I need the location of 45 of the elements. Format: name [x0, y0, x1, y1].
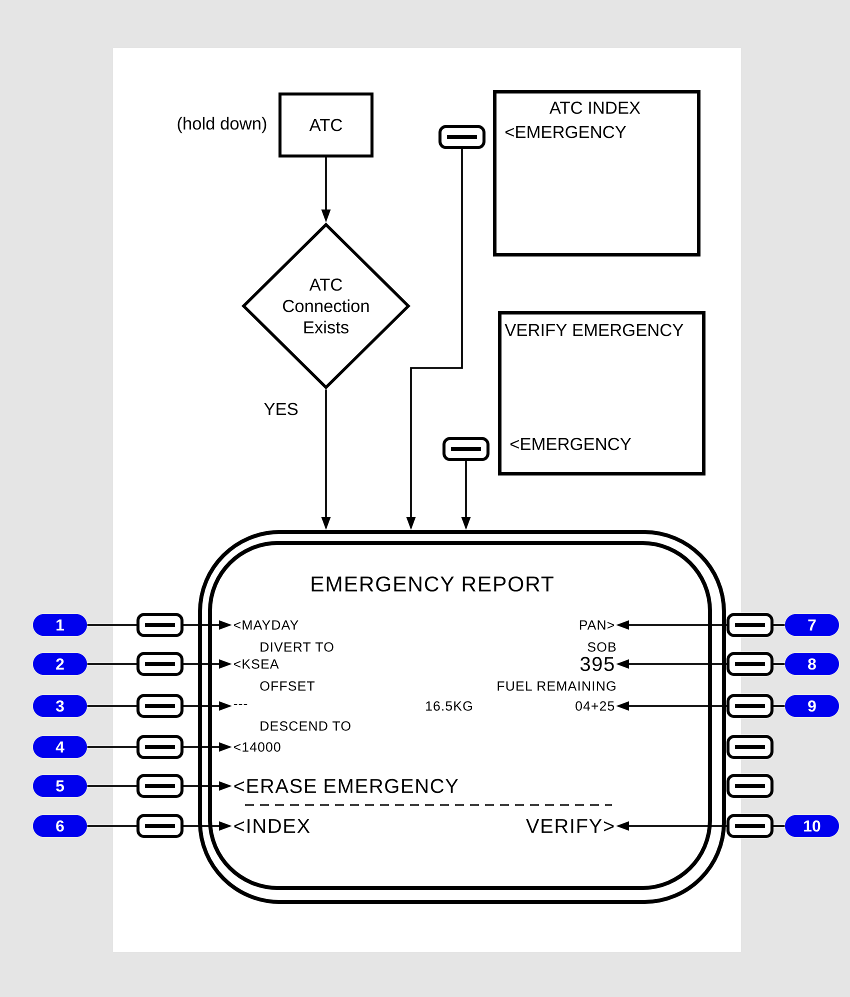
callout-number: 3 [33, 695, 87, 717]
callout-number: 6 [33, 815, 87, 837]
callout-number: 10 [785, 815, 839, 837]
display-line: <INDEX [234, 819, 310, 833]
field-label: OFFSET [260, 681, 315, 691]
process-box: ATC [278, 92, 374, 158]
line-select-key [136, 694, 184, 718]
field-label: SOB [588, 642, 616, 652]
display-page: ATC INDEX <EMERGENCY [493, 90, 700, 256]
side-note: (hold down) [178, 116, 266, 134]
display-line: <KSEA [234, 659, 279, 669]
display-line: <14000 [234, 742, 280, 752]
line-select-key [136, 613, 184, 637]
line-select-key [136, 774, 184, 798]
display-line: 04+25 [576, 701, 614, 711]
callout-number: 8 [785, 653, 839, 675]
display-line: --- [234, 704, 248, 705]
field-label: DESCEND TO [260, 721, 350, 731]
callout-number: 9 [785, 695, 839, 717]
line-select-key [726, 774, 774, 798]
callout-number: 7 [785, 614, 839, 636]
callout-number: 2 [33, 653, 87, 675]
line-select-key [442, 437, 490, 461]
display-line: <ERASE EMERGENCY [234, 778, 458, 794]
callout-number: 4 [33, 736, 87, 758]
line-select-key [136, 814, 184, 838]
line-select-key [136, 652, 184, 676]
line-select-key [726, 652, 774, 676]
field-label: DIVERT TO [260, 642, 334, 652]
line-select-key [726, 613, 774, 637]
edge-label: YES [262, 402, 300, 416]
display-page: VERIFY EMERGENCY <EMERGENCY [498, 311, 706, 476]
callout-number: 1 [33, 614, 87, 636]
field-label: FUEL REMAINING [498, 681, 616, 691]
display-line: <MAYDAY [234, 620, 298, 630]
display-line: 395 [580, 656, 614, 672]
line-select-key [726, 735, 774, 759]
display-line: PAN> [580, 620, 614, 630]
line-select-key [726, 694, 774, 718]
line-select-key [136, 735, 184, 759]
callout-number: 5 [33, 775, 87, 797]
display-line: VERIFY> [526, 819, 614, 833]
line-select-key [726, 814, 774, 838]
field-label: 16.5KG [426, 701, 472, 711]
line-select-key [438, 125, 486, 150]
